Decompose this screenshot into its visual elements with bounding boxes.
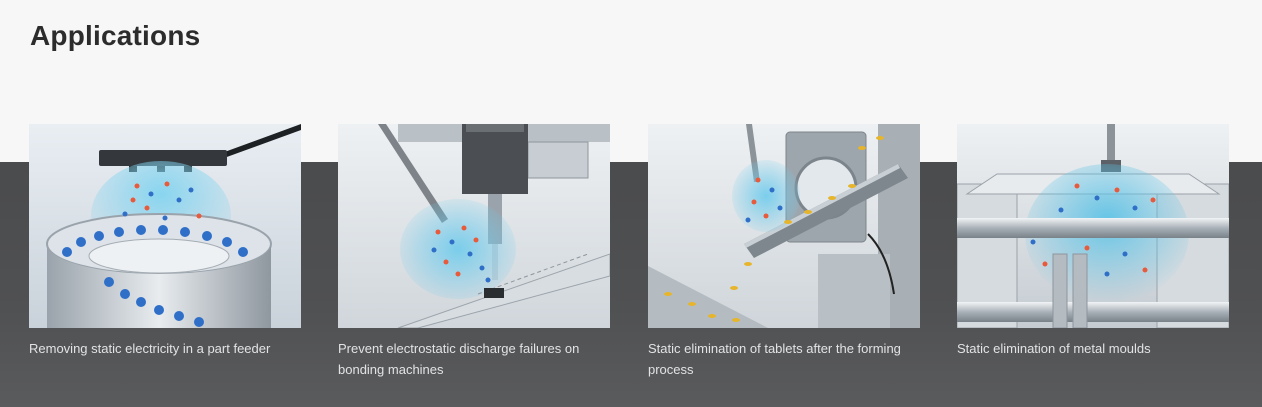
part-feeder-image[interactable] (29, 124, 301, 328)
metal-moulds-image[interactable] (957, 124, 1229, 328)
tablet-forming-image[interactable] (648, 124, 920, 328)
card-caption[interactable]: Removing static electricity in a part fe… (29, 341, 271, 356)
application-card-tablets[interactable]: Static elimination of tablets after the … (648, 124, 920, 380)
section-title: Applications (30, 20, 201, 51)
card-caption[interactable]: Prevent electrostatic discharge failures… (338, 341, 580, 377)
bonding-machine-image[interactable] (338, 124, 610, 328)
card-caption[interactable]: Static elimination of tablets after the … (648, 341, 901, 377)
application-card-metal-moulds[interactable]: Static elimination of metal moulds (957, 124, 1229, 359)
card-caption[interactable]: Static elimination of metal moulds (957, 341, 1151, 356)
application-card-bonding-machine[interactable]: Prevent electrostatic discharge failures… (338, 124, 610, 380)
application-card-part-feeder[interactable]: Removing static electricity in a part fe… (29, 124, 301, 359)
